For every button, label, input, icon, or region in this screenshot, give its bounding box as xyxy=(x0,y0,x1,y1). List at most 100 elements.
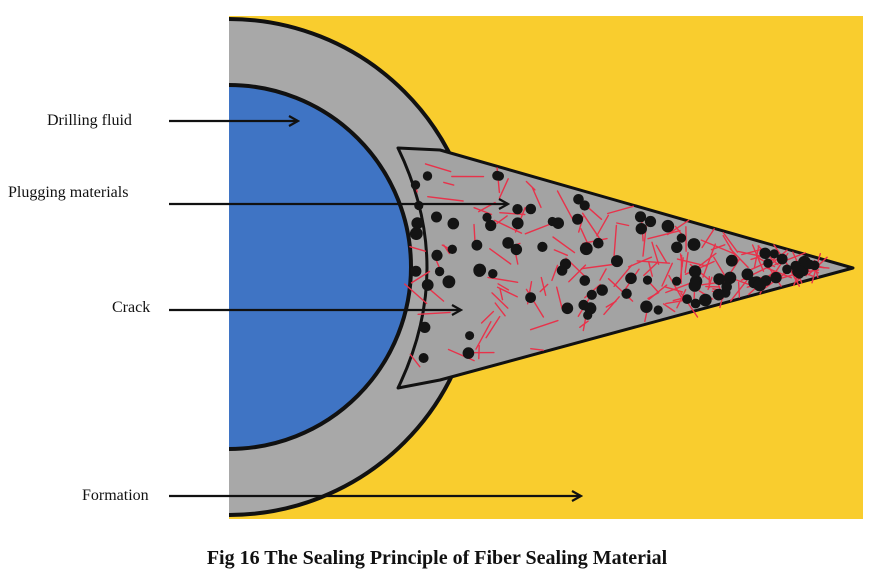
plugging-particle xyxy=(653,305,663,315)
plugging-particle xyxy=(593,237,604,249)
fiber-strand xyxy=(556,286,563,310)
fiber-strand xyxy=(605,300,617,308)
plugging-particle xyxy=(431,211,442,223)
plugging-particle xyxy=(661,219,675,233)
plugging-particle xyxy=(421,279,434,291)
plugging-particle xyxy=(721,281,732,293)
fiber-strand xyxy=(497,283,510,291)
plugging-particle xyxy=(431,249,443,261)
fiber-strand xyxy=(676,289,687,309)
plugging-particle xyxy=(419,321,431,333)
fiber-strand xyxy=(596,214,610,237)
fiber-strand xyxy=(498,178,509,199)
plugging-particle xyxy=(578,299,589,311)
fiber-strand xyxy=(553,249,568,257)
fiber-strand xyxy=(661,262,673,287)
plugging-particle xyxy=(488,269,498,279)
fiber-strand xyxy=(529,319,559,331)
fiber-strand xyxy=(447,348,475,362)
fiber-strand xyxy=(613,264,633,287)
plugging-particle xyxy=(776,253,788,265)
plugging-particle xyxy=(511,217,524,230)
fiber-strand xyxy=(551,264,559,282)
plugging-particle xyxy=(434,266,445,277)
fiber-strand xyxy=(485,315,501,339)
fiber-strand xyxy=(580,263,618,270)
fiber-strand xyxy=(651,241,660,265)
fiber-strand xyxy=(539,283,549,293)
plugging-particle xyxy=(782,264,792,275)
fiber-strand xyxy=(525,180,536,191)
figure-caption: Fig 16 The Sealing Principle of Fiber Se… xyxy=(206,547,668,569)
plugging-particle xyxy=(525,203,537,215)
plugging-particle xyxy=(525,292,536,303)
fiber-strand xyxy=(616,222,630,227)
plugging-particle xyxy=(561,302,574,315)
fiber-strand xyxy=(491,292,509,309)
fiber-strand xyxy=(701,228,715,249)
fiber-strand xyxy=(684,251,689,274)
fiber-strand xyxy=(540,276,547,296)
plugging-particle xyxy=(687,238,701,251)
plugging-particles xyxy=(409,170,820,363)
fiber-strand xyxy=(647,229,681,240)
plugging-particle xyxy=(794,265,806,278)
fiber-strand xyxy=(480,310,495,324)
drilling-fluid-label: Drilling fluid xyxy=(47,112,132,129)
plugging-particle xyxy=(621,288,632,299)
plugging-particle xyxy=(502,237,514,249)
plugging-particle xyxy=(688,279,701,292)
plugging-particle xyxy=(713,273,726,285)
formation-label: Formation xyxy=(82,487,149,504)
plugging-particle xyxy=(671,241,683,253)
fiber-strand xyxy=(607,205,634,215)
plugging-particle xyxy=(583,310,593,320)
plugging-particle xyxy=(676,233,687,243)
plugging-particle xyxy=(442,275,456,289)
plugging-particle xyxy=(690,298,701,309)
plugging-particle xyxy=(556,265,568,276)
plugging-particle xyxy=(447,244,457,254)
plugging-particle xyxy=(809,260,820,271)
plugging-particle xyxy=(699,293,712,307)
fiber-strand xyxy=(599,268,607,281)
plugging-particle xyxy=(465,331,475,341)
fiber-strand xyxy=(496,286,518,298)
plugging-particle xyxy=(688,265,702,278)
plugging-particle xyxy=(494,171,504,181)
fiber-strand xyxy=(753,245,760,268)
fiber-strand xyxy=(666,219,690,236)
fiber-strand xyxy=(568,264,587,283)
fiber-strand xyxy=(730,280,748,302)
plugging-particle xyxy=(763,258,773,268)
fiber-strand xyxy=(662,303,676,313)
fiber-strand xyxy=(424,163,452,173)
fiber-strand xyxy=(722,231,739,253)
fiber-strand xyxy=(475,321,492,350)
fiber-strand xyxy=(664,286,684,293)
fiber-strand xyxy=(707,276,713,291)
fiber-strand xyxy=(494,302,506,317)
fiber-strand xyxy=(643,261,659,277)
plugging-particle xyxy=(414,200,424,211)
plugging-particle xyxy=(596,284,608,296)
plugging-particle xyxy=(473,265,486,277)
fiber-strand xyxy=(409,245,426,252)
plugging-particle xyxy=(572,213,584,225)
fiber-strand xyxy=(409,353,421,368)
fiber-strand xyxy=(636,260,671,264)
plugging-particle xyxy=(769,249,779,259)
plugging-particle xyxy=(411,217,424,230)
plugging-particle xyxy=(409,227,423,241)
plugging-particle xyxy=(712,288,725,301)
plugging-particle xyxy=(482,212,492,222)
plugging-particle xyxy=(537,241,548,252)
wellbore-fluid xyxy=(229,83,413,451)
fiber-strand xyxy=(552,236,576,254)
plugging-particle xyxy=(723,272,735,285)
fiber-strand xyxy=(410,270,431,284)
plugging-particle xyxy=(512,204,523,215)
fiber-strand xyxy=(531,187,542,209)
fiber-strand xyxy=(700,239,734,255)
